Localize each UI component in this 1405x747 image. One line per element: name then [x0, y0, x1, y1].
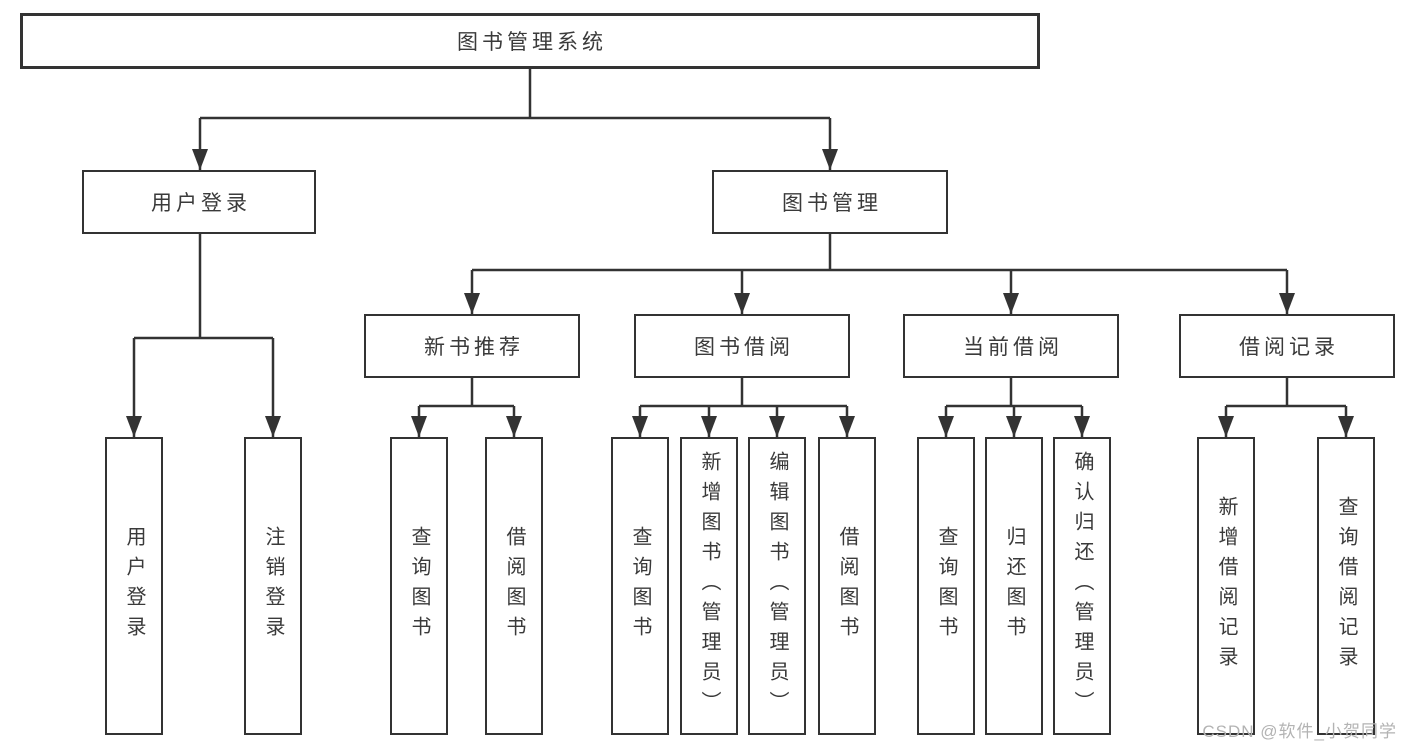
node-label: 查询借阅记录: [1335, 496, 1357, 676]
node-label: 新增图书（管理员）: [698, 451, 720, 721]
node-leaf-confirm-return-admin: 确认归还（管理员）: [1053, 437, 1111, 735]
watermark: CSDN @软件_小贺同学: [1202, 722, 1397, 741]
node-label: 新增借阅记录: [1215, 496, 1237, 676]
node-label: 用户登录: [123, 526, 145, 646]
node-label: 借阅记录: [1239, 336, 1339, 359]
node-label: 查询图书: [629, 526, 651, 646]
node-label: 编辑图书（管理员）: [766, 451, 788, 721]
node-new-book-recommend: 新书推荐: [364, 314, 580, 378]
node-leaf-edit-book-admin: 编辑图书（管理员）: [748, 437, 806, 735]
node-label: 图书借阅: [694, 336, 794, 359]
node-leaf-query-borrow-record: 查询借阅记录: [1317, 437, 1375, 735]
node-label: 查询图书: [935, 526, 957, 646]
node-label: 借阅图书: [503, 526, 525, 646]
node-leaf-query-books-1: 查询图书: [390, 437, 448, 735]
node-leaf-add-borrow-record: 新增借阅记录: [1197, 437, 1255, 735]
node-label: 查询图书: [408, 526, 430, 646]
node-leaf-borrow-books-2: 借阅图书: [818, 437, 876, 735]
node-label: 确认归还（管理员）: [1071, 451, 1093, 721]
node-label: 当前借阅: [963, 336, 1063, 359]
node-library-management-system: 图书管理系统: [20, 13, 1040, 69]
node-book-borrow: 图书借阅: [634, 314, 850, 378]
node-book-management: 图书管理: [712, 170, 948, 234]
node-label: 归还图书: [1003, 526, 1025, 646]
node-leaf-return-book: 归还图书: [985, 437, 1043, 735]
node-leaf-user-login: 用户登录: [105, 437, 163, 735]
node-leaf-add-book-admin: 新增图书（管理员）: [680, 437, 738, 735]
node-user-login: 用户登录: [82, 170, 316, 234]
node-label: 借阅图书: [836, 526, 858, 646]
node-label: 图书管理: [782, 192, 882, 215]
node-leaf-logout: 注销登录: [244, 437, 302, 735]
node-leaf-borrow-books-1: 借阅图书: [485, 437, 543, 735]
node-borrow-records: 借阅记录: [1179, 314, 1395, 378]
node-leaf-query-books-2: 查询图书: [611, 437, 669, 735]
node-label: 注销登录: [262, 526, 284, 646]
node-label: 用户登录: [151, 192, 251, 215]
node-label: 图书管理系统: [457, 31, 607, 54]
node-label: 新书推荐: [424, 336, 524, 359]
node-current-borrow: 当前借阅: [903, 314, 1119, 378]
node-leaf-query-books-3: 查询图书: [917, 437, 975, 735]
